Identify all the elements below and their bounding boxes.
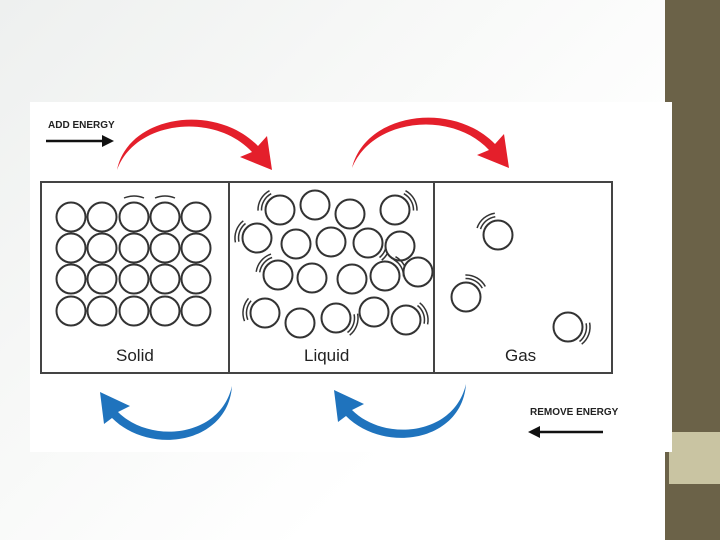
solid-particle — [118, 232, 150, 264]
remove-energy-label: REMOVE ENERGY — [530, 407, 619, 418]
liquid-particle — [284, 307, 316, 339]
remove-energy-arrow-icon — [528, 426, 603, 438]
solid-particle — [86, 295, 118, 327]
liquid-particle — [402, 256, 434, 288]
liquid-particle — [242, 297, 281, 329]
vibration-mark — [154, 195, 176, 199]
liquid-particles — [234, 189, 434, 339]
solid-particle — [180, 295, 212, 327]
solid-particle — [149, 295, 181, 327]
liquid-particle — [358, 296, 390, 328]
liquid-particle — [280, 228, 312, 260]
solid-particle — [118, 263, 150, 295]
liquid-particle — [336, 263, 368, 295]
liquid-particle — [234, 220, 273, 254]
vibration-mark — [123, 195, 145, 199]
liquid-particle — [299, 189, 331, 221]
solid-particle — [86, 201, 118, 233]
gas-label: Gas — [505, 346, 536, 365]
solid-particle — [149, 201, 181, 233]
solid-particle — [149, 263, 181, 295]
solid-particle — [149, 232, 181, 264]
liquid-particle — [320, 302, 359, 336]
liquid-particle — [296, 262, 328, 294]
liquid-particle — [390, 302, 429, 336]
solid-particle — [180, 232, 212, 264]
solid-particle — [55, 295, 87, 327]
solid-particle — [86, 232, 118, 264]
liquid-label: Liquid — [304, 346, 349, 365]
solid-particle — [55, 201, 87, 233]
add-energy-arrow-icon — [46, 135, 114, 147]
solid-particle — [55, 232, 87, 264]
liquid-particle — [334, 198, 366, 230]
sidebar-accent-block — [669, 432, 720, 484]
liquid-particle — [255, 253, 294, 291]
gas-particles — [450, 212, 591, 345]
solid-particle — [180, 201, 212, 233]
solid-particle — [55, 263, 87, 295]
gas-particle — [450, 274, 486, 313]
gas-particle — [552, 311, 591, 345]
gas-particle — [476, 212, 514, 251]
solid-particle — [86, 263, 118, 295]
liquid-particle — [257, 190, 296, 226]
solid-particles — [55, 195, 212, 327]
gas-to-liquid-arrow-icon — [334, 384, 466, 438]
liquid-to-solid-arrow-icon — [100, 386, 232, 440]
solid-particle — [180, 263, 212, 295]
add-energy-label: ADD ENERGY — [48, 120, 115, 131]
liquid-particle — [379, 190, 418, 226]
solid-to-liquid-arrow-icon — [117, 119, 272, 170]
liquid-particle — [384, 230, 416, 262]
liquid-to-gas-arrow-icon — [352, 117, 509, 168]
liquid-particle — [315, 226, 347, 258]
solid-particle — [118, 295, 150, 327]
solid-label: Solid — [116, 346, 154, 365]
solid-particle — [118, 201, 150, 233]
